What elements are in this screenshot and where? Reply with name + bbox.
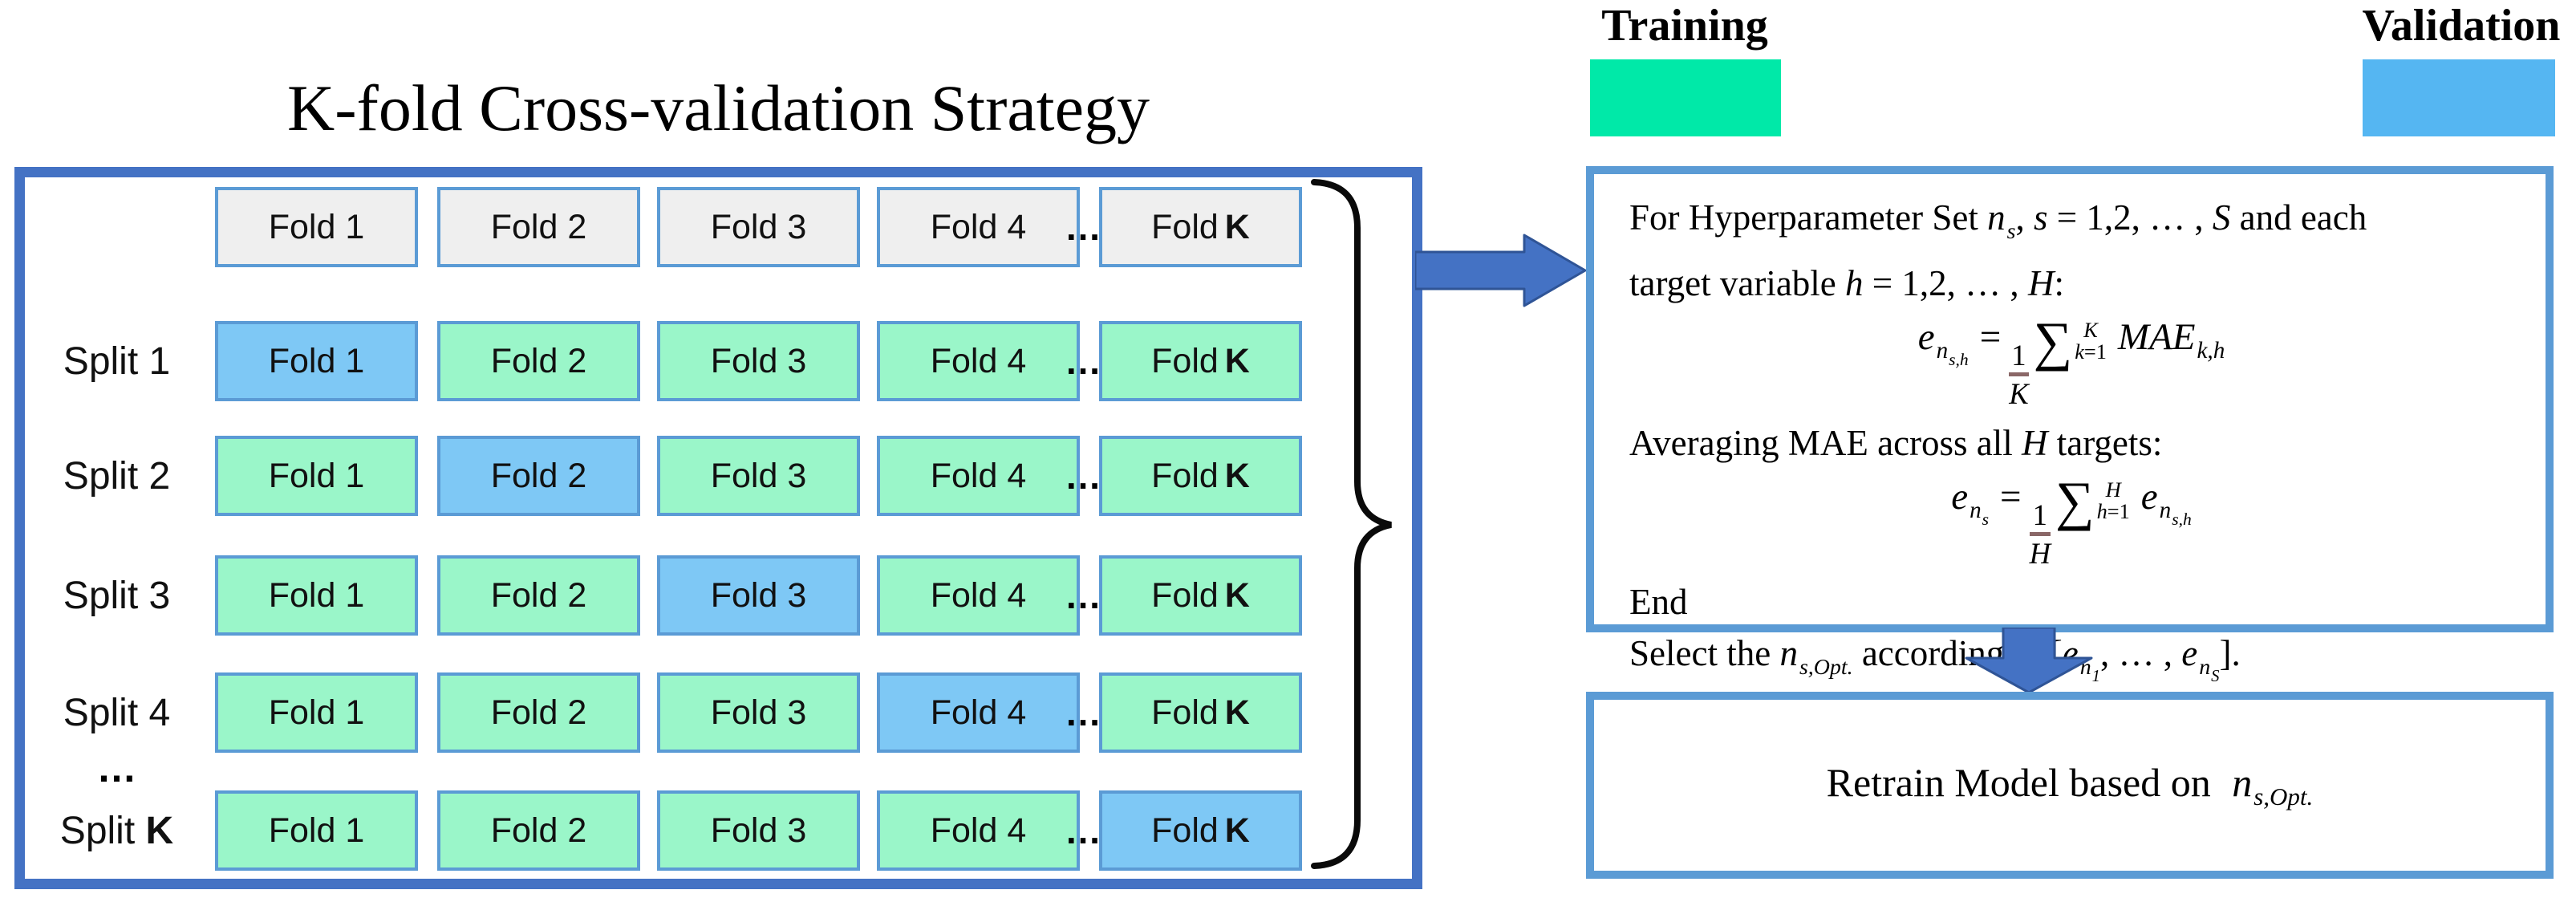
- split-3-fold-2-training-cell: Fold 2: [437, 555, 640, 636]
- column-ellipsis: …: [1065, 810, 1101, 851]
- grid-row-split-3: Split 3 Fold 1 Fold 2 Fold 3 Fold 4 … Fo…: [14, 555, 1422, 636]
- split-4-fold-2-training-cell: Fold 2: [437, 672, 640, 753]
- legend-training-label: Training: [1601, 1, 1768, 51]
- header-cell-fold-2: Fold 2: [437, 187, 640, 267]
- grid-row-split-2: Split 2 Fold 1 Fold 2 Fold 3 Fold 4 … Fo…: [14, 436, 1422, 516]
- figure-title: K-fold Cross-validation Strategy: [287, 71, 1150, 144]
- split-k-fold-1-training-cell: Fold 1: [215, 790, 418, 871]
- hyperparameter-algorithm-box: For Hyperparameter Set ns, s = 1,2, … , …: [1586, 166, 2554, 685]
- legend-validation-swatch: [2363, 59, 2555, 136]
- split-1-label: Split 1: [63, 339, 171, 383]
- column-ellipsis: …: [1065, 575, 1101, 616]
- algo-line-end: End: [1629, 582, 1688, 623]
- row-ellipsis: …: [96, 746, 137, 790]
- split-k-fold-2-training-cell: Fold 2: [437, 790, 640, 871]
- split-k-label: Split K: [59, 809, 174, 852]
- split-3-fold-1-training-cell: Fold 1: [215, 555, 418, 636]
- column-ellipsis: …: [1065, 340, 1101, 382]
- split-3-fold-3-validation-cell: Fold 3: [657, 555, 860, 636]
- split-3-fold-4-training-cell: Fold 4: [877, 555, 1080, 636]
- split-2-label: Split 2: [63, 454, 171, 498]
- header-cell-fold-1: Fold 1: [215, 187, 418, 267]
- algo-line-4: Averaging MAE across all H targets:: [1629, 422, 2163, 463]
- grid-row-split-4: Split 4 Fold 1 Fold 2 Fold 3 Fold 4 … Fo…: [14, 672, 1422, 753]
- arrow-right-icon: [1414, 234, 1587, 307]
- retrain-model-box: Retrain Model based on ns,Opt.: [1586, 692, 2554, 879]
- retrain-text: Retrain Model based on ns,Opt.: [1826, 759, 2314, 811]
- split-1-fold-1-validation-cell: Fold 1: [215, 321, 418, 401]
- legend-training-swatch: [1590, 59, 1781, 136]
- curly-brace-icon: [1311, 179, 1392, 869]
- split-1-fold-4-training-cell: Fold 4: [877, 321, 1080, 401]
- curly-brace: [1306, 178, 1402, 870]
- split-k-fold-3-training-cell: Fold 3: [657, 790, 860, 871]
- legend-validation-label: Validation: [2362, 1, 2561, 51]
- column-ellipsis: …: [1065, 455, 1101, 497]
- split-4-fold-4-validation-cell: Fold 4: [877, 672, 1080, 753]
- column-ellipsis: …: [1065, 206, 1101, 248]
- algo-line-2: target variable h = 1,2, … , H:: [1629, 262, 2064, 303]
- grid-row-split-1: Split 1 Fold 1 Fold 2 Fold 3 Fold 4 … Fo…: [14, 321, 1422, 401]
- arrow-right: [1414, 233, 1588, 308]
- arrow-down: [1964, 626, 2094, 695]
- arrow-down-icon: [1965, 626, 2093, 694]
- algo-line-1: For Hyperparameter Set ns, s = 1,2, … , …: [1629, 197, 2367, 244]
- grid-row-split-k: Split K Fold 1 Fold 2 Fold 3 Fold 4 … Fo…: [14, 790, 1422, 871]
- split-1-fold-3-training-cell: Fold 3: [657, 321, 860, 401]
- header-cell-fold-4: Fold 4: [877, 187, 1080, 267]
- split-2-fold-2-validation-cell: Fold 2: [437, 436, 640, 516]
- split-4-fold-1-training-cell: Fold 1: [215, 672, 418, 753]
- split-2-fold-4-training-cell: Fold 4: [877, 436, 1080, 516]
- split-2-fold-3-training-cell: Fold 3: [657, 436, 860, 516]
- split-k-fold-4-training-cell: Fold 4: [877, 790, 1080, 871]
- column-ellipsis: …: [1065, 692, 1101, 733]
- header-cell-fold-3: Fold 3: [657, 187, 860, 267]
- split-1-fold-2-training-cell: Fold 2: [437, 321, 640, 401]
- split-2-fold-1-training-cell: Fold 1: [215, 436, 418, 516]
- split-3-label: Split 3: [63, 574, 171, 617]
- kfold-grid-box: [14, 167, 1422, 889]
- split-4-label: Split 4: [63, 691, 171, 734]
- split-4-fold-3-training-cell: Fold 3: [657, 672, 860, 753]
